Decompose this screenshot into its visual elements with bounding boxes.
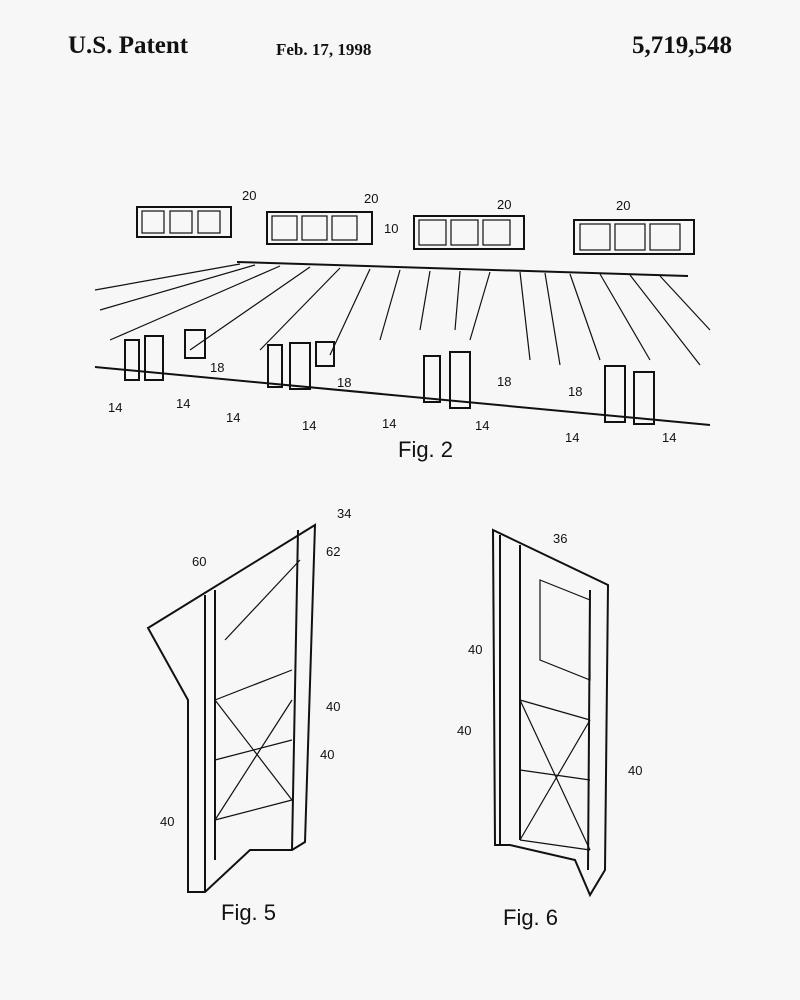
- display-screens: [136, 206, 695, 255]
- label-14: 14: [475, 418, 489, 433]
- fig2-drawing: 20 20 20 20 10 18 18 18 18 14 14 14 14 1…: [94, 188, 711, 462]
- label-14: 14: [565, 430, 579, 445]
- label-40: 40: [468, 642, 482, 657]
- patent-number: 5,719,548: [632, 32, 732, 59]
- patent-title: U.S. Patent: [68, 32, 189, 59]
- fig5-caption: Fig. 5: [221, 900, 276, 925]
- label-36: 36: [553, 531, 567, 546]
- label-14: 14: [662, 430, 676, 445]
- label-20d: 20: [616, 198, 630, 213]
- label-14: 14: [226, 410, 240, 425]
- label-40: 40: [628, 763, 642, 778]
- console-units: [124, 329, 655, 425]
- label-40: 40: [457, 723, 471, 738]
- label-20b: 20: [364, 191, 378, 206]
- fig6-caption: Fig. 6: [503, 905, 558, 930]
- label-34: 34: [337, 506, 351, 521]
- label-14: 14: [302, 418, 316, 433]
- label-40: 40: [326, 699, 340, 714]
- patent-date: Feb. 17, 1998: [276, 40, 372, 59]
- bowling-lanes: [94, 261, 711, 426]
- label-18: 18: [337, 375, 351, 390]
- label-62: 62: [326, 544, 340, 559]
- label-60: 60: [192, 554, 206, 569]
- label-14: 14: [382, 416, 396, 431]
- label-20a: 20: [242, 188, 256, 203]
- fig6-drawing: 36 40 40 40 Fig. 6: [457, 528, 642, 930]
- fig5-drawing: 34 60 62 40 40 40 Fig. 5: [146, 506, 351, 925]
- label-40: 40: [320, 747, 334, 762]
- label-18: 18: [497, 374, 511, 389]
- label-18: 18: [568, 384, 582, 399]
- label-20c: 20: [497, 197, 511, 212]
- label-14: 14: [176, 396, 190, 411]
- fig2-caption: Fig. 2: [398, 437, 453, 462]
- label-18: 18: [210, 360, 224, 375]
- label-14: 14: [108, 400, 122, 415]
- label-10: 10: [384, 221, 398, 236]
- label-40: 40: [160, 814, 174, 829]
